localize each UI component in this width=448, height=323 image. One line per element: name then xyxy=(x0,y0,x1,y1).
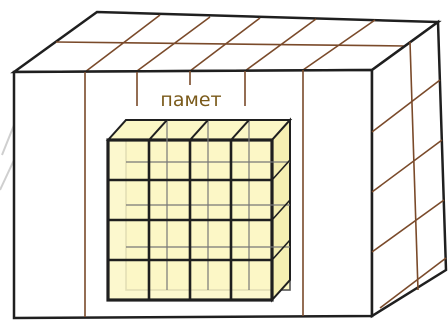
front-face-partitions xyxy=(84,70,304,317)
top-face-grid xyxy=(55,14,406,73)
box-right-face xyxy=(370,19,448,319)
memory-label: памет xyxy=(160,89,221,111)
cube-front-grid xyxy=(108,140,272,300)
right-face-grid xyxy=(371,41,447,309)
cube-back-grid xyxy=(126,120,290,290)
cube-top-grid xyxy=(148,119,250,141)
cube-right-grid xyxy=(271,159,291,261)
